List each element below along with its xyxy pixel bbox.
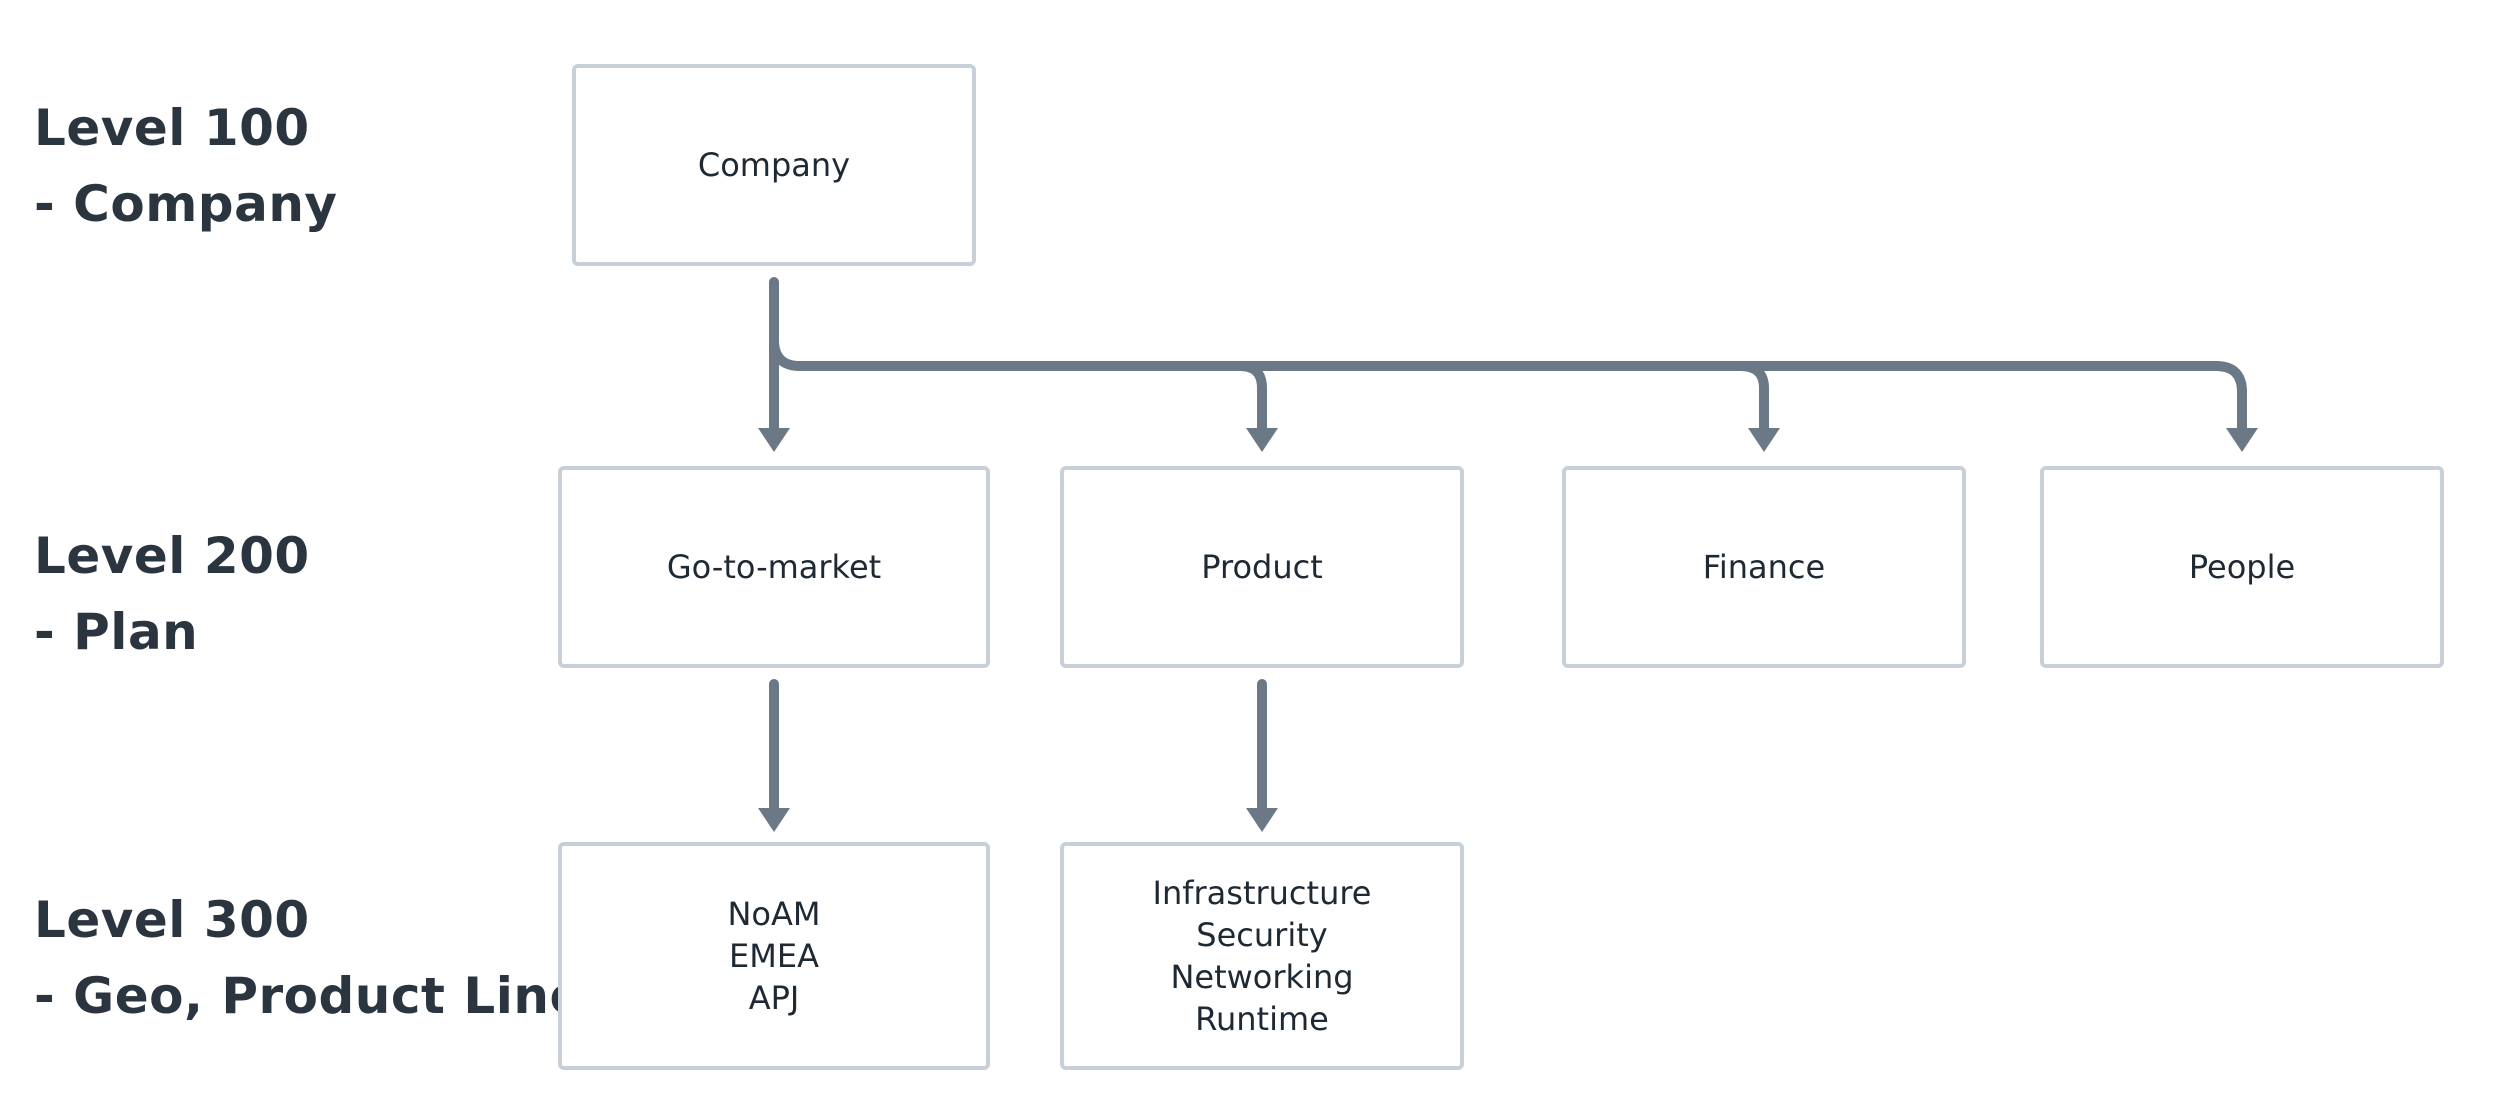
level-100-subtitle: - Company	[34, 175, 338, 233]
node-go-to-market-label: Go-to-market	[666, 548, 882, 586]
node-product-label: Product	[1201, 548, 1323, 586]
node-finance[interactable]: Finance	[1562, 466, 1966, 668]
level-200-label: Level 200 - Plan	[34, 518, 310, 670]
level-300-label: Level 300 - Geo, Product Line	[34, 882, 584, 1034]
arrow-geo	[758, 808, 790, 832]
level-100-label: Level 100 - Company	[34, 90, 338, 242]
geo-item: EMEA	[729, 937, 819, 975]
edge-company-people	[1735, 361, 2247, 433]
product-line-item: Networking	[1170, 958, 1354, 996]
level-100-title: Level 100	[34, 99, 310, 157]
geo-item: NoAM	[727, 895, 821, 933]
product-line-item: Security	[1196, 916, 1328, 954]
node-product[interactable]: Product	[1060, 466, 1464, 668]
node-go-to-market[interactable]: Go-to-market	[558, 466, 990, 668]
node-company-label: Company	[697, 146, 851, 184]
level-200-subtitle: - Plan	[34, 603, 199, 661]
arrow-gtm	[758, 428, 790, 452]
arrow-people	[2226, 428, 2258, 452]
arrow-product	[1246, 428, 1278, 452]
arrow-product-lines	[1246, 808, 1278, 832]
geo-item: APJ	[748, 979, 800, 1017]
product-line-item: Runtime	[1195, 1000, 1329, 1038]
node-people[interactable]: People	[2040, 466, 2444, 668]
level-300-subtitle: - Geo, Product Line	[34, 967, 584, 1025]
node-product-lines[interactable]: Infrastructure Security Networking Runti…	[1060, 842, 1464, 1070]
level-200-title: Level 200	[34, 527, 310, 585]
node-company[interactable]: Company	[572, 64, 976, 266]
arrow-finance	[1748, 428, 1780, 452]
node-people-label: People	[2188, 548, 2296, 586]
level-300-title: Level 300	[34, 891, 310, 949]
edge-company-bus	[769, 335, 1267, 433]
product-line-item: Infrastructure	[1152, 874, 1372, 912]
edge-company-finance	[1235, 361, 1769, 433]
node-finance-label: Finance	[1702, 548, 1826, 586]
node-geo[interactable]: NoAM EMEA APJ	[558, 842, 990, 1070]
